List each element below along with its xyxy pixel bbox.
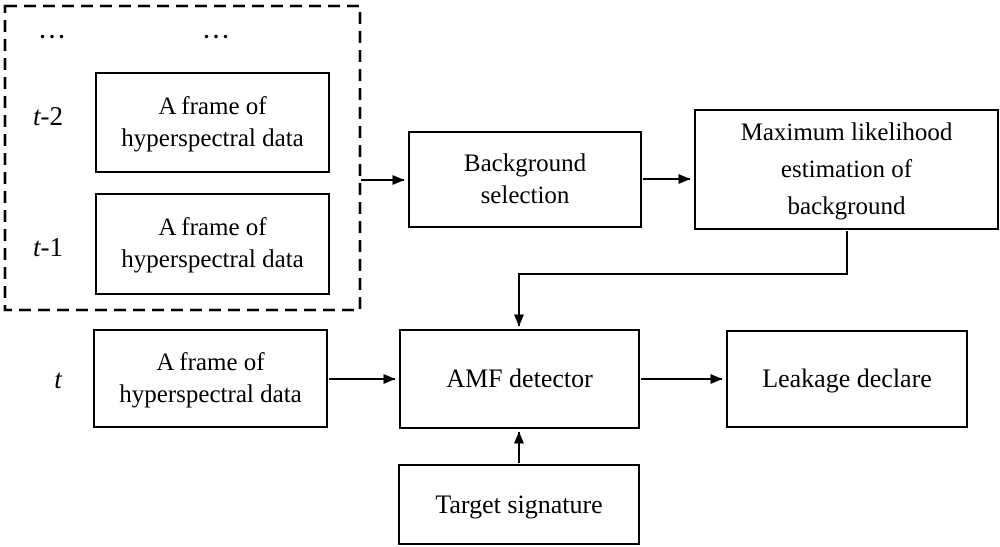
frame-box-t-minus-2: A frame of hyperspectral data <box>95 72 330 173</box>
node-amf-detector: AMF detector <box>399 329 640 429</box>
node-label-line: selection <box>480 181 570 209</box>
history-group-dashed-border <box>3 4 362 312</box>
arrow-ml-estimation-to-amf-detector <box>514 231 848 327</box>
node-ml-estimation: Maximum likelihood estimation of backgro… <box>694 109 999 230</box>
time-label-t-minus-1: t-1 <box>18 231 78 263</box>
history-ellipsis-right: ... <box>202 12 232 45</box>
frame-box-line: hyperspectral data <box>121 124 304 152</box>
time-label-t-minus-2: t-2 <box>18 100 78 132</box>
frame-box-line: hyperspectral data <box>121 246 304 273</box>
time-label-t: t <box>28 363 88 395</box>
time-suffix: -2 <box>40 101 64 131</box>
time-variable: t <box>32 101 41 131</box>
frame-box-t-minus-1: A frame of hyperspectral data <box>95 193 330 295</box>
frame-box-line: A frame of <box>158 214 267 241</box>
time-variable: t <box>54 364 62 394</box>
node-label-line: Target signature <box>435 489 603 519</box>
time-suffix: -1 <box>40 232 64 262</box>
frame-box-line: hyperspectral data <box>119 380 302 408</box>
time-variable: t <box>32 232 41 262</box>
node-label-line: Leakage declare <box>762 364 932 393</box>
frame-box-t: A frame of hyperspectral data <box>93 329 328 428</box>
history-ellipsis-left: ... <box>38 12 68 45</box>
node-label-line: Maximum likelihood <box>740 119 953 146</box>
node-label-line: Background <box>463 149 587 177</box>
node-leakage-declare: Leakage declare <box>726 330 968 428</box>
frame-box-line: A frame of <box>158 92 267 120</box>
node-label-line: background <box>787 193 906 220</box>
node-label-line: AMF detector <box>446 364 593 393</box>
node-label-line: estimation of <box>780 156 913 183</box>
frame-box-line: A frame of <box>156 348 265 376</box>
node-background-selection: Background selection <box>408 131 642 228</box>
node-target-signature: Target signature <box>398 464 640 545</box>
